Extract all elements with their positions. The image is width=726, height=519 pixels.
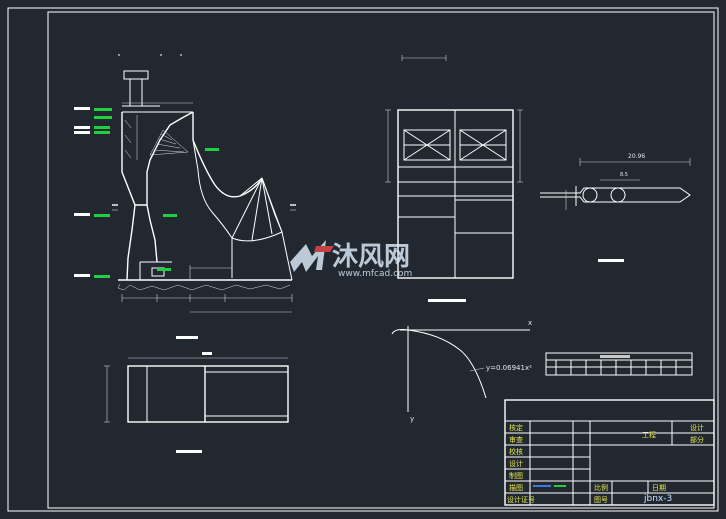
plan-inner-label: 8.5 [620,172,628,178]
tb-drawing-no: jbnx-3 [643,494,672,504]
bottom-plan [104,352,289,453]
watermark-logo [290,240,334,272]
outer-border [7,7,719,512]
tb-row4-left: 设计 [509,459,523,468]
tb-row6-mid: 比例 [594,483,608,492]
spillway-section [74,54,296,339]
tb-row1-mid: 工程 [642,430,656,439]
inner-border [47,11,715,509]
title-block: 核定 工程 设计 审查 部分 校核 设计 制图 描图 比例 日期 设计证号 图号… [504,399,715,506]
svg-text:8.5: 8.5 [620,172,628,178]
tb-row7-left: 设计证号 [507,495,535,504]
watermark: 沐风网 www.mfcad.com [290,240,412,279]
tb-row1-left: 核定 [509,423,523,432]
tb-row6-left: 描图 [509,483,523,492]
svg-text:20.96: 20.96 [628,153,645,160]
watermark-url: www.mfcad.com [338,269,412,279]
curve-equation: y=0.06941x² [486,364,532,372]
tb-row2-left: 审查 [509,435,523,444]
tb-row2-right: 部分 [690,435,704,444]
tb-row1-right: 设计 [690,423,704,432]
y-axis-label: y [410,415,414,423]
bolt-detail: 20.96 8.5 [540,153,691,262]
watermark-brand: 沐风网 [332,242,410,272]
tb-row7-mid: 图号 [594,496,608,504]
tb-row5-left: 制图 [509,471,523,480]
plan-width-label: 20.96 [628,153,645,160]
gate-elevation [385,55,523,302]
x-axis-label: x [528,319,532,327]
tb-row3-left: 校核 [509,447,523,456]
coordinate-table [545,352,693,376]
curve-plot: x y y=0.06941x² [391,319,532,423]
tb-row6-right: 日期 [652,484,666,492]
